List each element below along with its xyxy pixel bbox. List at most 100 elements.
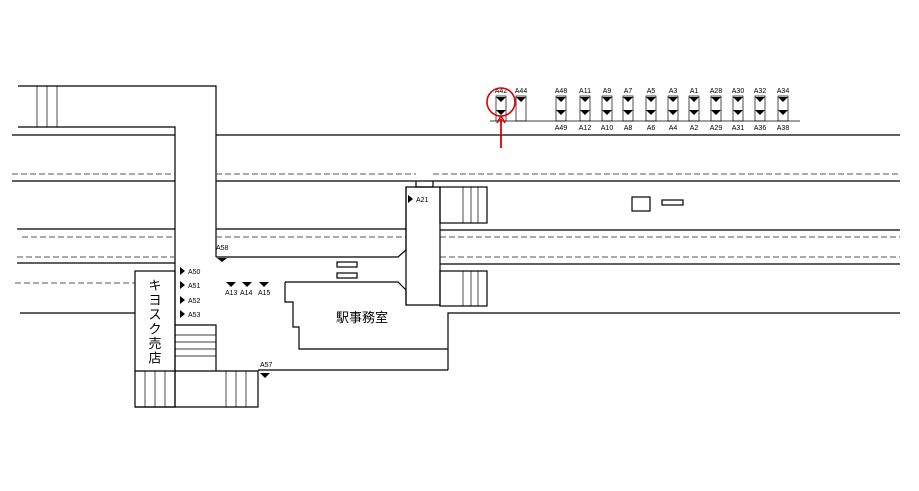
exit-label-a38[interactable]: A38 [777, 125, 790, 132]
exit-marker-icon [259, 282, 269, 287]
exit-marker-icon [556, 97, 566, 102]
kiosk-label-char: キ [148, 279, 161, 294]
exit-label-a14[interactable]: A14 [240, 290, 253, 297]
exit-label-a53[interactable]: A53 [188, 312, 201, 319]
exit-label-a48[interactable]: A48 [555, 88, 568, 95]
exit-marker-icon [242, 282, 252, 287]
exit-marker-icon [646, 97, 656, 102]
exit-label-a31[interactable]: A31 [732, 125, 745, 132]
exit-label-a2[interactable]: A2 [690, 125, 699, 132]
exit-label-a49[interactable]: A49 [555, 125, 568, 132]
exit-label-a6[interactable]: A6 [647, 125, 656, 132]
exit-marker-icon [516, 97, 526, 102]
exit-marker-icon [226, 282, 236, 287]
exit-marker-icon [580, 110, 590, 115]
highlight-arrow-icon [496, 115, 506, 148]
exit-box [515, 95, 527, 122]
exit-marker-icon [668, 97, 678, 102]
exit-label-a21[interactable]: A21 [416, 197, 429, 204]
exit-marker-icon [711, 97, 721, 102]
exit-marker-icon [580, 97, 590, 102]
kiosk-label-char: ス [148, 308, 161, 323]
exit-label-a3[interactable]: A3 [669, 88, 678, 95]
exit-box [732, 95, 744, 122]
exit-marker-icon [602, 97, 612, 102]
exit-box [601, 95, 613, 122]
exit-box [579, 95, 591, 122]
exit-marker-icon [180, 281, 185, 289]
exit-label-a13[interactable]: A13 [225, 290, 238, 297]
exit-box [777, 95, 789, 122]
exit-box [622, 95, 634, 122]
exit-marker-icon [623, 97, 633, 102]
exit-label-a8[interactable]: A8 [624, 125, 633, 132]
concourse-exits: A21 A58 A50 A51 A52 A53 A13 A14 A15 A57 [180, 195, 429, 378]
exit-marker-icon [496, 97, 506, 102]
kiosk-label-char: ク [148, 323, 161, 338]
exit-pair: A44 [515, 88, 528, 122]
exit-box [710, 95, 722, 122]
exit-label-a58[interactable]: A58 [216, 245, 229, 252]
exit-label-a12[interactable]: A12 [579, 125, 592, 132]
exit-marker-icon [755, 110, 765, 115]
exit-label-a34[interactable]: A34 [777, 88, 790, 95]
exit-marker-icon [496, 110, 506, 115]
exit-box [688, 95, 700, 122]
exit-box [667, 95, 679, 122]
exit-marker-icon [623, 110, 633, 115]
exit-label-a1[interactable]: A1 [690, 88, 699, 95]
exit-label-a9[interactable]: A9 [603, 88, 612, 95]
exit-label-a29[interactable]: A29 [710, 125, 723, 132]
exit-marker-icon [668, 110, 678, 115]
exit-box [754, 95, 766, 122]
exit-label-a42[interactable]: A42 [495, 88, 508, 95]
exit-label-a57[interactable]: A57 [260, 362, 273, 369]
exit-label-a52[interactable]: A52 [188, 298, 201, 305]
exit-box [555, 95, 567, 122]
exit-label-a28[interactable]: A28 [710, 88, 723, 95]
exit-marker-icon [778, 110, 788, 115]
walls [12, 85, 900, 408]
exit-marker-icon [556, 110, 566, 115]
exit-label-a15[interactable]: A15 [258, 290, 271, 297]
exit-box [645, 95, 657, 122]
exit-label-a10[interactable]: A10 [601, 125, 614, 132]
kiosk-label-char: 売 [148, 336, 161, 352]
exit-label-a32[interactable]: A32 [754, 88, 767, 95]
exit-marker-icon [180, 296, 185, 304]
exit-label-a4[interactable]: A4 [669, 125, 678, 132]
exit-label-a30[interactable]: A30 [732, 88, 745, 95]
exit-marker-icon [778, 97, 788, 102]
kiosk-label-char: ヨ [148, 294, 161, 309]
exit-label-a50[interactable]: A50 [188, 269, 201, 276]
kiosk-label-char: 店 [148, 352, 161, 367]
station-office-label: 駅事務室 [336, 310, 388, 326]
exit-marker-icon [408, 195, 413, 203]
exit-marker-icon [733, 97, 743, 102]
exit-marker-icon [755, 97, 765, 102]
exit-label-a7[interactable]: A7 [624, 88, 633, 95]
exit-label-a5[interactable]: A5 [647, 88, 656, 95]
exit-label-a51[interactable]: A51 [188, 283, 201, 290]
exit-marker-icon [646, 110, 656, 115]
exit-marker-icon [733, 110, 743, 115]
exit-marker-icon [711, 110, 721, 115]
exit-marker-icon [260, 373, 270, 378]
exit-label-a44[interactable]: A44 [515, 88, 528, 95]
exit-label-a11[interactable]: A11 [579, 88, 591, 95]
exit-label-a36[interactable]: A36 [754, 125, 767, 132]
exit-marker-icon [689, 97, 699, 102]
exit-marker-icon [689, 110, 699, 115]
